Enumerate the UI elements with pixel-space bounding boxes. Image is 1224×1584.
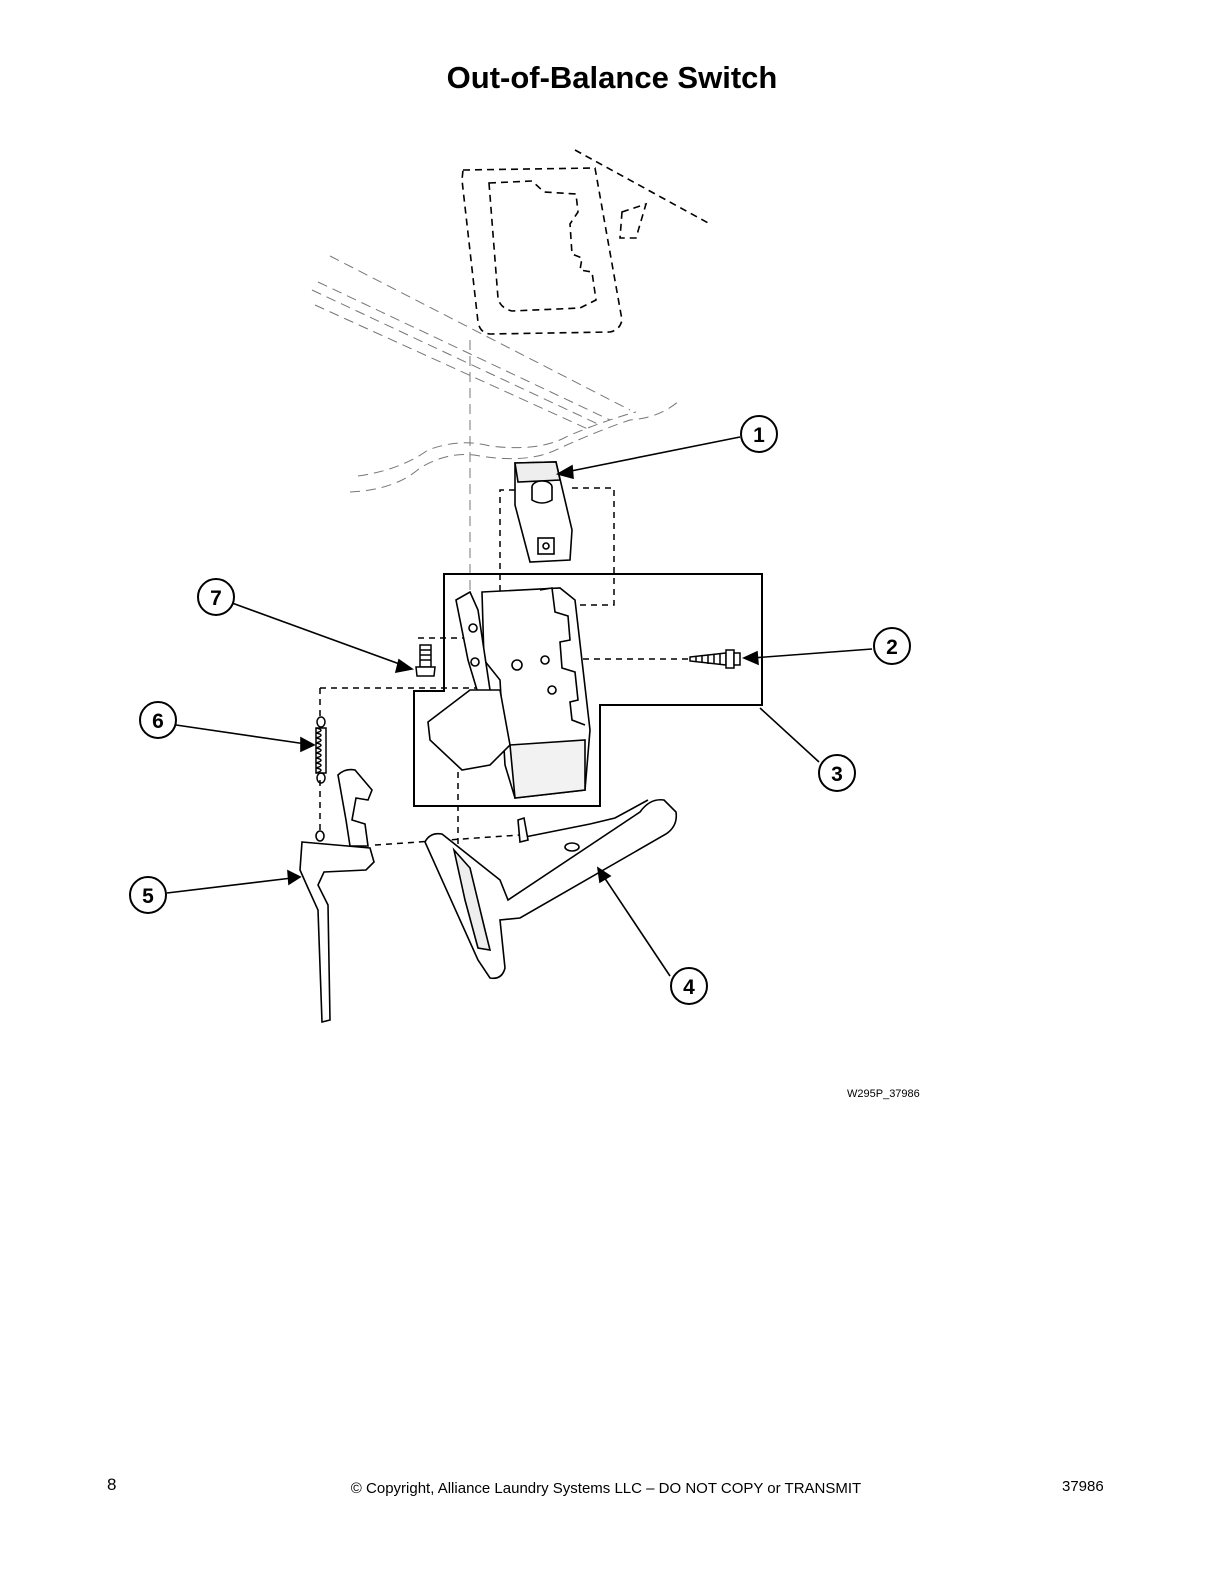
copyright-notice: © Copyright, Alliance Laundry Systems LL… bbox=[350, 1480, 862, 1497]
screw-2 bbox=[689, 649, 741, 669]
lever-part bbox=[299, 768, 375, 1024]
svg-text:6: 6 bbox=[152, 710, 164, 733]
svg-text:3: 3 bbox=[831, 763, 843, 786]
spring-part bbox=[315, 716, 327, 784]
drawing-reference: W295P_37986 bbox=[847, 1088, 920, 1100]
callout-4: 4 bbox=[670, 967, 708, 1005]
callout-2: 2 bbox=[873, 627, 911, 665]
callout-7: 7 bbox=[197, 578, 235, 616]
page-title: Out-of-Balance Switch bbox=[446, 60, 778, 95]
svg-text:5: 5 bbox=[142, 885, 154, 908]
detail-frame bbox=[413, 573, 763, 807]
svg-text:2: 2 bbox=[886, 636, 898, 659]
cabinet-panel-lines bbox=[311, 255, 681, 665]
callout-3: 3 bbox=[818, 754, 856, 792]
page-number: 8 bbox=[107, 1475, 117, 1494]
svg-text:1: 1 bbox=[753, 424, 765, 447]
callout-1: 1 bbox=[740, 415, 778, 453]
callout-6: 6 bbox=[139, 701, 177, 739]
svg-text:4: 4 bbox=[683, 976, 695, 999]
document-number: 37986 bbox=[1062, 1478, 1104, 1495]
svg-text:7: 7 bbox=[210, 587, 222, 610]
switch-part bbox=[514, 461, 573, 563]
callout-leaders bbox=[166, 436, 873, 977]
bracket-part bbox=[427, 587, 591, 799]
screw-7 bbox=[415, 644, 436, 677]
cabinet-outline bbox=[461, 149, 711, 335]
actuator-part bbox=[424, 798, 678, 980]
callout-5: 5 bbox=[129, 876, 167, 914]
